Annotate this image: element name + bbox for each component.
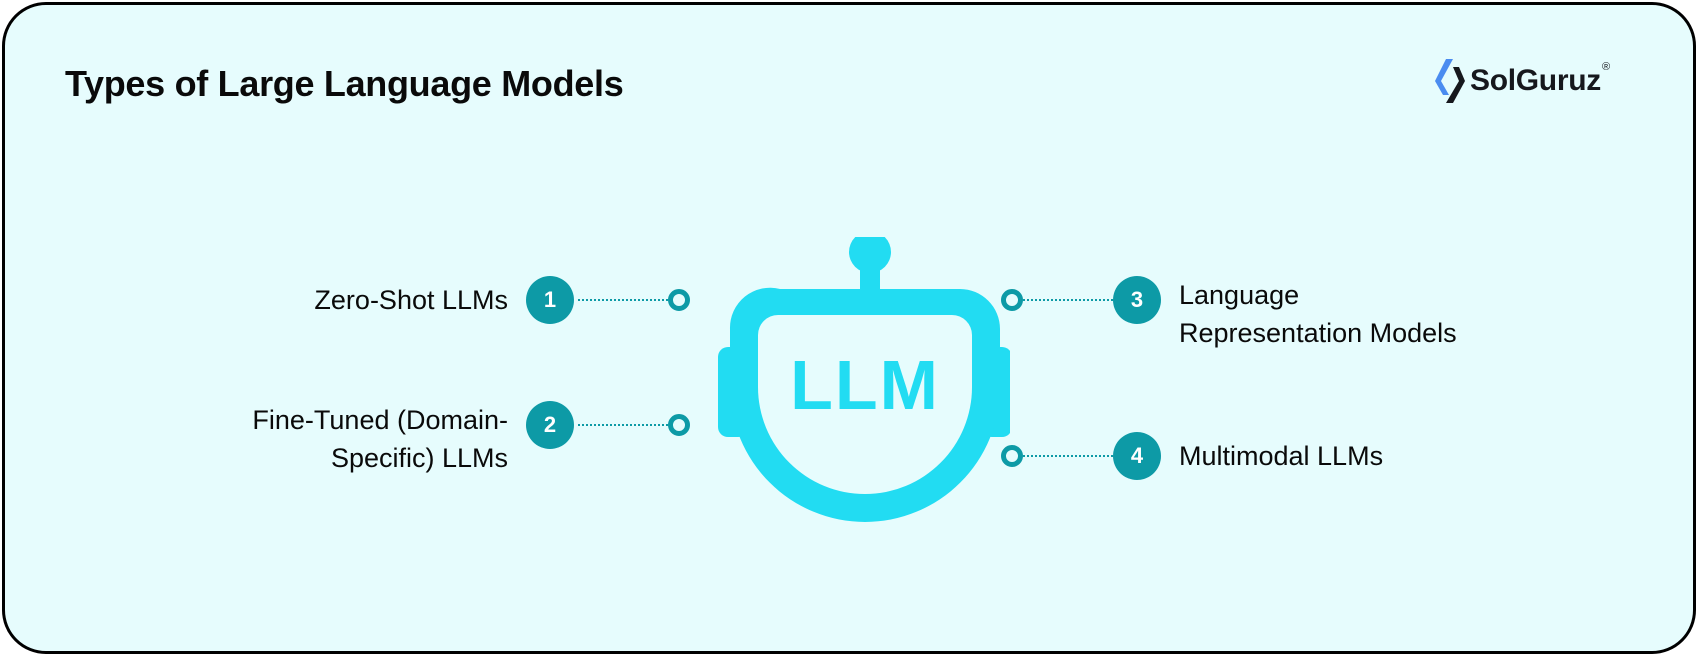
item-label-line2: Specific) LLMs (330, 443, 508, 473)
list-item-2: Fine-Tuned (Domain- Specific) LLMs 2 (185, 401, 690, 473)
list-item-3: 3 Language Representation Models (1001, 276, 1457, 348)
solguruz-logo-icon (1435, 59, 1465, 103)
list-item-4: 4 Multimodal LLMs (1001, 432, 1383, 480)
item-label-line2: Representation Models (1179, 318, 1457, 348)
dotted-connector (578, 299, 668, 301)
connector-ring-icon (1001, 445, 1023, 467)
number-badge: 3 (1113, 276, 1161, 324)
connector-ring-icon (1001, 289, 1023, 311)
connector-ring-icon (668, 414, 690, 436)
llm-text: LLM (790, 346, 940, 424)
page-title: Types of Large Language Models (65, 63, 624, 104)
solguruz-logo: SolGuruz ® (1432, 55, 1610, 107)
list-item-1: Zero-Shot LLMs 1 (273, 276, 690, 324)
logo-text: SolGuruz (1470, 64, 1601, 97)
dotted-connector (1023, 455, 1113, 457)
registered-mark: ® (1601, 61, 1611, 73)
robot-head-icon: LLM (710, 231, 1012, 532)
number-badge: 1 (526, 276, 574, 324)
item-label: Fine-Tuned (Domain- Specific) LLMs (185, 401, 508, 477)
item-label: Multimodal LLMs (1179, 441, 1384, 471)
item-label-line1: Language (1179, 280, 1300, 310)
number-badge: 2 (526, 401, 574, 449)
item-label: Zero-Shot LLMs (314, 285, 508, 315)
item-label: Language Representation Models (1179, 276, 1457, 352)
number-badge: 4 (1113, 432, 1161, 480)
item-label-line1: Fine-Tuned (Domain- (252, 405, 508, 435)
dotted-connector (1023, 299, 1113, 301)
connector-ring-icon (668, 289, 690, 311)
dotted-connector (578, 424, 668, 426)
